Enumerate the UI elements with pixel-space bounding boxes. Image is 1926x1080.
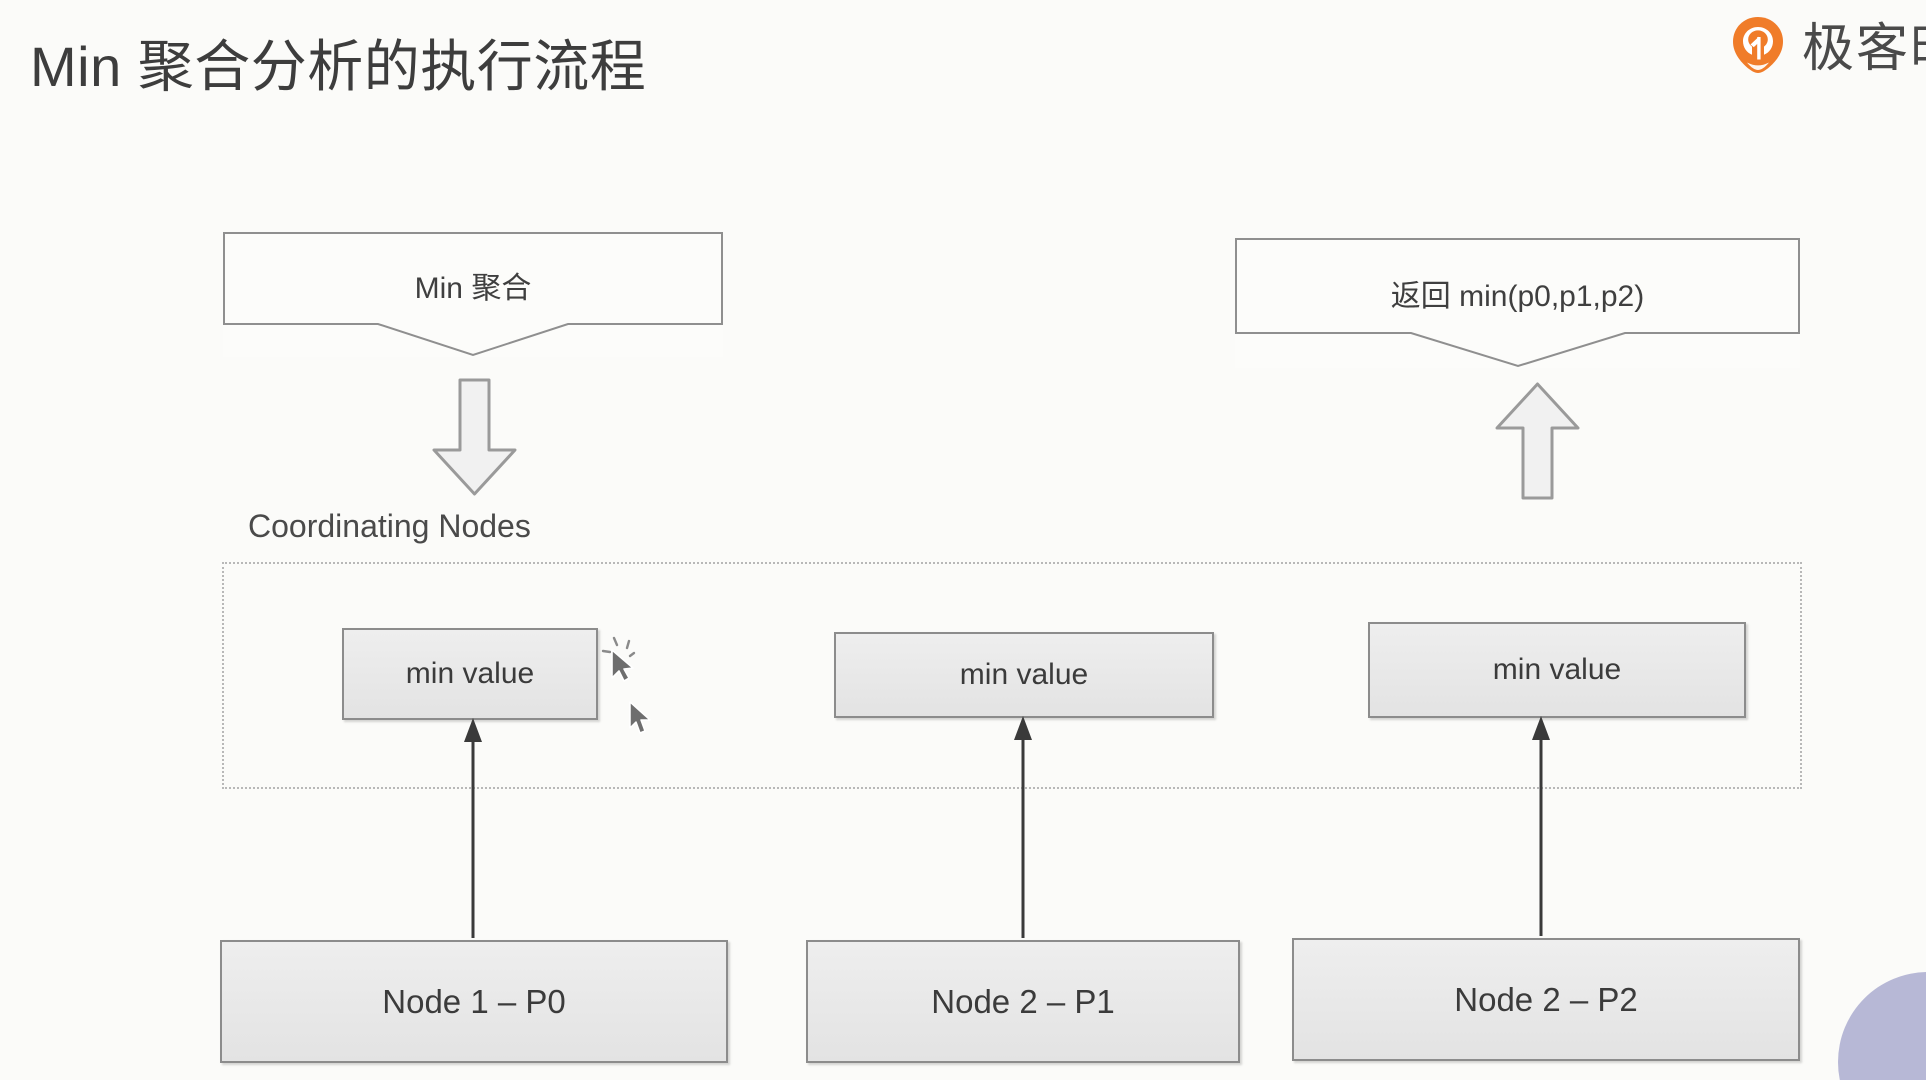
node-box-2: Node 2 – P2	[1292, 938, 1800, 1061]
coordinating-nodes-region	[222, 562, 1802, 789]
node-label: Node 2 – P1	[931, 982, 1115, 1020]
page-title: Min 聚合分析的执行流程	[30, 35, 647, 98]
min-value-box-1: min value	[834, 632, 1214, 718]
block-arrow-up-icon	[1495, 382, 1580, 500]
min-value-label: min value	[405, 657, 535, 690]
node-box-0: Node 1 – P0	[220, 940, 728, 1063]
min-aggregation-banner: Min 聚合	[223, 232, 723, 357]
block-arrow-down-icon	[432, 378, 517, 496]
coordinating-nodes-label: Coordinating Nodes	[248, 508, 531, 544]
node-label: Node 2 – P2	[1454, 980, 1638, 1018]
node-box-1: Node 2 – P1	[806, 940, 1240, 1063]
geektime-logo-icon	[1728, 14, 1788, 74]
banner-notch-shape	[1235, 238, 1800, 368]
banner-notch-shape	[223, 232, 723, 357]
min-value-label: min value	[1492, 653, 1622, 686]
return-result-banner: 返回 min(p0,p1,p2)	[1235, 238, 1800, 368]
min-value-box-2: min value	[1368, 622, 1746, 718]
brand-logo: 极客时	[1728, 6, 1926, 81]
node-label: Node 1 – P0	[382, 982, 566, 1020]
min-aggregation-label: Min 聚合	[414, 271, 532, 305]
return-result-label: 返回 min(p0,p1,p2)	[1390, 280, 1645, 313]
min-value-label: min value	[959, 658, 1089, 691]
min-value-box-0: min value	[342, 628, 598, 720]
brand-name: 极客时	[1801, 20, 1926, 78]
